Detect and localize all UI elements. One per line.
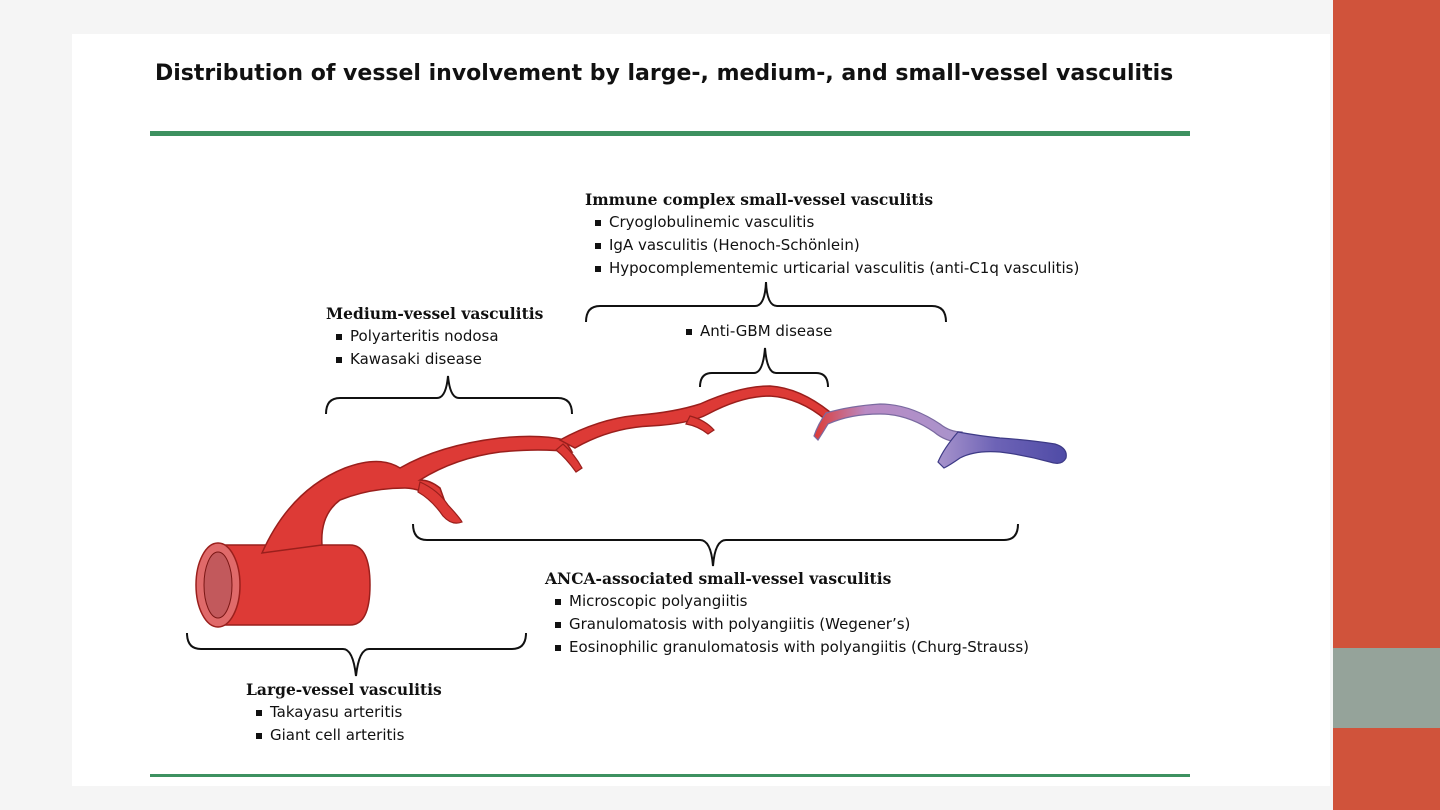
title-underline [150,131,1190,136]
vein [937,431,1067,469]
list-item: Polyarteritis nodosa [336,325,543,348]
list-item: IgA vasculitis (Henoch-Schönlein) [595,234,1079,257]
right-accent-strip-top [1333,0,1440,648]
list-item: Microscopic polyangiitis [555,590,1029,613]
bottom-rule [150,774,1190,777]
large-vessel-heading: Large-vessel vasculitis [246,680,442,699]
anca-group: ANCA-associated small-vessel vasculitis … [545,568,1029,659]
medium-vessel-heading: Medium-vessel vasculitis [326,304,544,323]
anti-gbm-group: Anti-GBM disease [686,320,832,343]
medium-vessel-group: Medium-vessel vasculitis Polyarteritis n… [326,303,543,371]
immune-complex-group: Immune complex small-vessel vasculitis C… [585,189,1079,280]
brace-anca [412,523,1019,567]
list-item: Cryoglobulinemic vasculitis [595,211,1079,234]
capillary [813,403,963,443]
anca-heading: ANCA-associated small-vessel vasculitis [545,569,892,588]
list-item: Granulomatosis with polyangiitis (Wegene… [555,613,1029,636]
list-item: Hypocomplementemic urticarial vasculitis… [595,257,1079,280]
large-vessel-group: Large-vessel vasculitis Takayasu arterit… [246,679,442,747]
right-accent-strip-middle [1333,648,1440,728]
list-item: Eosinophilic granulomatosis with polyang… [555,636,1029,659]
brace-anti-gbm [699,347,829,388]
immune-complex-heading: Immune complex small-vessel vasculitis [585,190,934,209]
list-item: Kawasaki disease [336,348,543,371]
right-accent-strip-bottom [1333,728,1440,810]
list-item: Anti-GBM disease [686,320,832,343]
slide-title: Distribution of vessel involvement by la… [155,61,1174,86]
brace-large-vessel [186,632,527,677]
list-item: Takayasu arteritis [256,701,442,724]
large-artery [195,542,371,628]
brace-immune-complex [585,281,947,323]
brace-medium-vessel [325,375,573,415]
medium-artery [260,435,574,554]
list-item: Giant cell arteritis [256,724,442,747]
